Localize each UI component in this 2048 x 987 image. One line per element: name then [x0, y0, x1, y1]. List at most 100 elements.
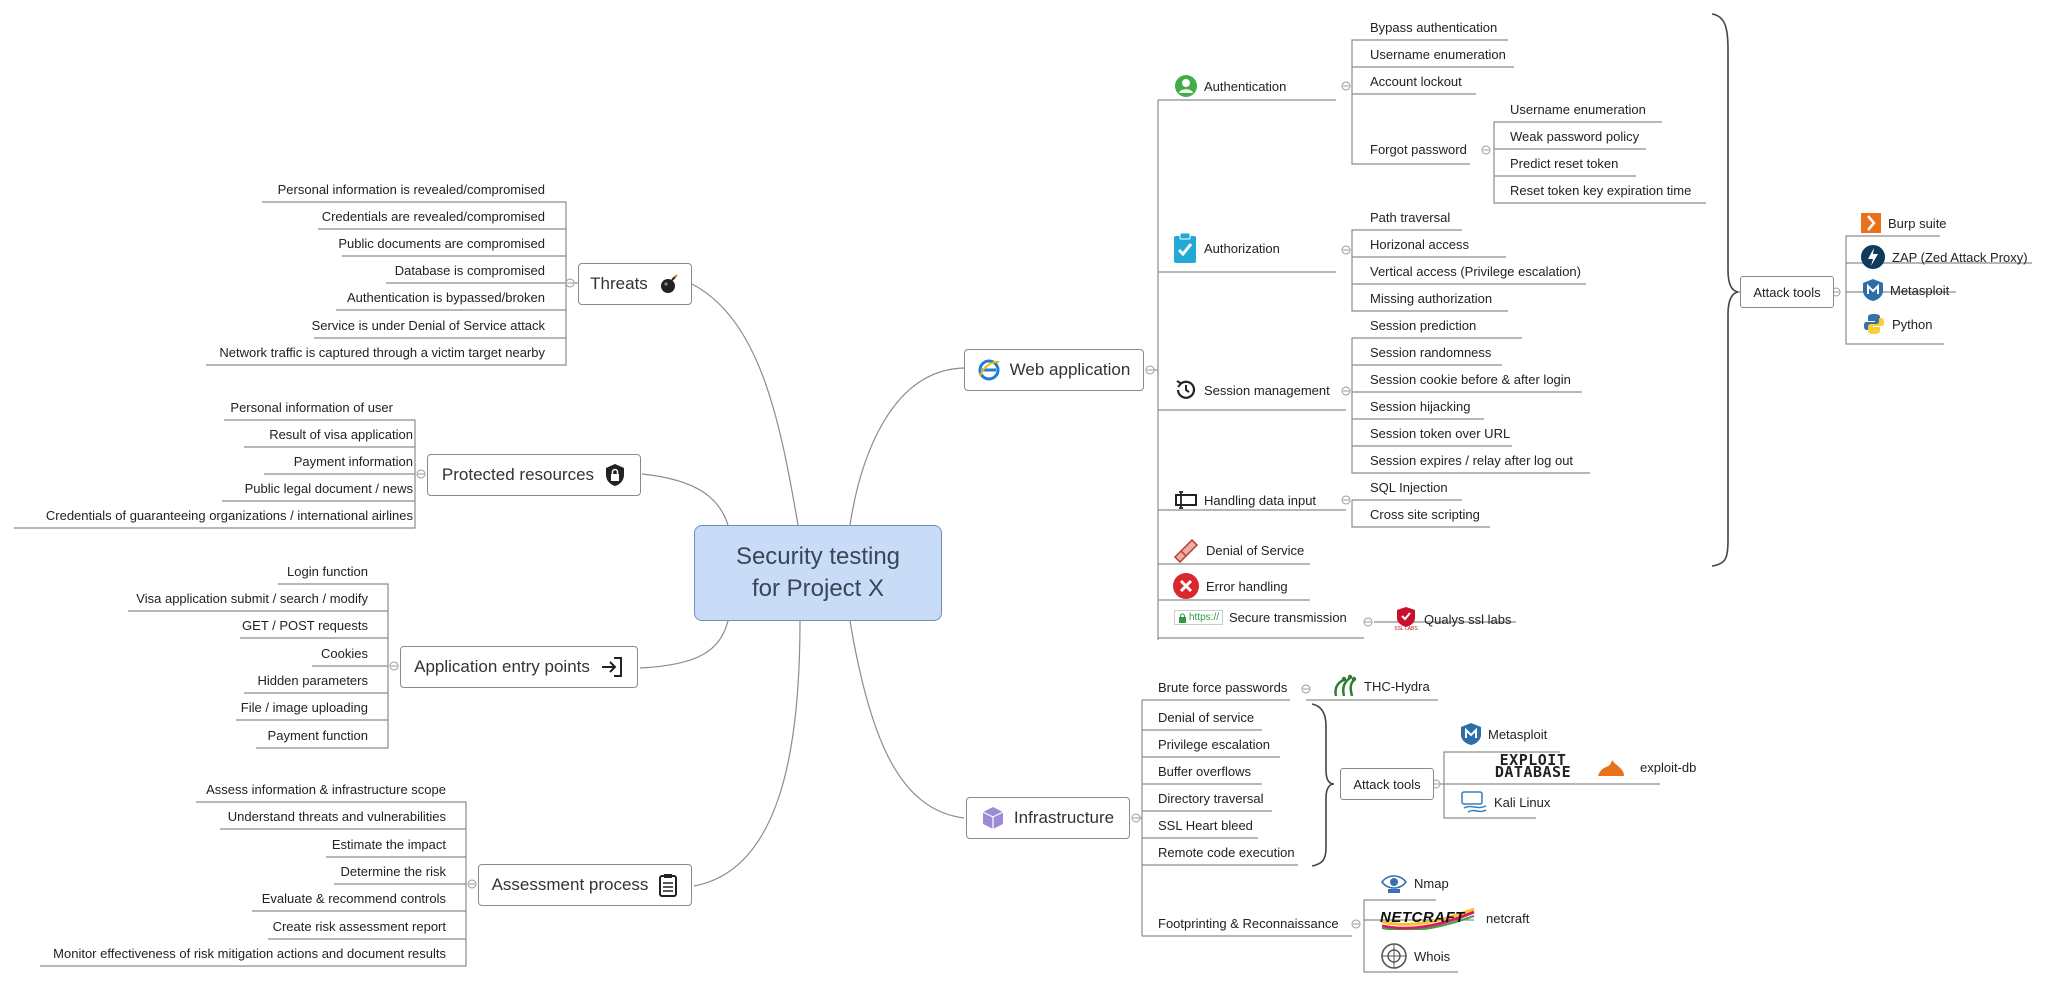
nmap-tool[interactable]: Nmap	[1380, 872, 1449, 894]
threats-topic[interactable]: Threats	[578, 263, 692, 305]
input-item[interactable]: Cross site scripting	[1370, 507, 1480, 522]
burp-suite-tool[interactable]: Burp suite	[1860, 212, 1947, 234]
assessment-process-label: Assessment process	[491, 875, 649, 894]
session-item[interactable]: Session randomness	[1370, 345, 1492, 360]
authentication-node[interactable]: Authentication	[1174, 74, 1286, 98]
entry-item[interactable]: GET / POST requests	[242, 618, 368, 633]
authentication-item[interactable]: Username enumeration	[1370, 47, 1506, 62]
threat-item[interactable]: Authentication is bypassed/broken	[346, 290, 545, 305]
threat-item[interactable]: Personal information is revealed/comprom…	[277, 182, 545, 197]
web-application-topic[interactable]: Web application	[964, 349, 1144, 391]
threat-item[interactable]: Service is under Denial of Service attac…	[311, 318, 545, 333]
metasploit-icon	[1461, 723, 1481, 745]
denial-of-service-node[interactable]: Denial of Service	[1172, 537, 1304, 563]
authorization-node[interactable]: Authorization	[1172, 232, 1280, 264]
session-management-label: Session management	[1204, 382, 1330, 398]
forgot-password-item[interactable]: Username enumeration	[1510, 102, 1646, 117]
authentication-item[interactable]: Bypass authentication	[1370, 20, 1498, 35]
session-item[interactable]: Session prediction	[1370, 318, 1477, 333]
protected-item[interactable]: Payment information	[293, 454, 413, 469]
entry-item[interactable]: File / image uploading	[240, 700, 368, 715]
assessment-item[interactable]: Monitor effectiveness of risk mitigation…	[53, 946, 446, 961]
session-item[interactable]: Session cookie before & after login	[1370, 372, 1571, 387]
handling-data-input-node[interactable]: Handling data input	[1174, 490, 1316, 510]
thc-hydra-tool[interactable]: THC-Hydra	[1330, 672, 1430, 700]
netcraft-rainbow-icon	[1381, 907, 1475, 930]
broken-ticket-icon	[1173, 538, 1199, 563]
cube-icon	[982, 807, 1004, 829]
entry-item[interactable]: Hidden parameters	[257, 673, 368, 688]
infra-item[interactable]: Buffer overflows	[1158, 764, 1251, 779]
forgot-password-item[interactable]: Weak password policy	[1510, 129, 1640, 144]
assessment-item[interactable]: Evaluate & recommend controls	[261, 891, 446, 906]
entry-points-topic[interactable]: Application entry points	[400, 646, 638, 688]
qualys-ssl-labs-tool[interactable]: SSL LABS Qualys ssl labs	[1394, 606, 1511, 632]
infra-metasploit-tool[interactable]: Metasploit	[1460, 722, 1547, 746]
infra-item[interactable]: Remote code execution	[1158, 845, 1295, 860]
error-handling-node[interactable]: Error handling	[1172, 572, 1288, 600]
assessment-item[interactable]: Understand threats and vulnerabilities	[227, 809, 446, 824]
protected-resources-topic[interactable]: Protected resources	[427, 454, 641, 496]
entry-item[interactable]: Login function	[287, 564, 368, 579]
session-item[interactable]: Session hijacking	[1370, 399, 1471, 414]
session-item[interactable]: Session token over URL	[1370, 426, 1511, 441]
authorization-item[interactable]: Horizonal access	[1370, 237, 1469, 252]
web-attack-tools-node[interactable]: Attack tools	[1740, 276, 1834, 308]
python-tool[interactable]: Python	[1862, 312, 1932, 336]
assessment-item[interactable]: Create risk assessment report	[272, 919, 446, 934]
threat-item[interactable]: Public documents are compromised	[338, 236, 545, 251]
threat-item[interactable]: Network traffic is captured through a vi…	[219, 345, 545, 360]
forgot-password-node[interactable]: Forgot password	[1370, 142, 1467, 157]
assessment-item[interactable]: Estimate the impact	[331, 837, 446, 852]
python-label: Python	[1892, 316, 1933, 332]
clipboard-icon	[659, 874, 678, 897]
denial-of-service-label: Denial of Service	[1206, 542, 1305, 558]
whois-label: Whois	[1414, 948, 1451, 964]
infra-item[interactable]: Denial of service	[1158, 710, 1255, 725]
protected-item[interactable]: Public legal document / news	[244, 481, 413, 496]
assessment-item[interactable]: Determine the risk	[340, 864, 446, 879]
threat-item[interactable]: Credentials are revealed/compromised	[321, 209, 545, 224]
https-text: https://	[1189, 612, 1220, 623]
infra-item[interactable]: SSL Heart bleed	[1158, 818, 1253, 833]
infrastructure-topic[interactable]: Infrastructure	[966, 797, 1130, 839]
protected-item[interactable]: Result of visa application	[269, 427, 413, 442]
bomb-icon	[660, 274, 678, 293]
entry-item[interactable]: Cookies	[321, 646, 368, 661]
forgot-password-item[interactable]: Predict reset token	[1510, 156, 1619, 171]
footprinting-node[interactable]: Footprinting & Reconnaissance	[1158, 916, 1339, 931]
authorization-item[interactable]: Vertical access (Privilege escalation)	[1370, 264, 1581, 279]
ssl-labs-logo: SSL LABS	[1394, 606, 1418, 632]
zap-icon	[1861, 245, 1885, 269]
exploit-db-tool[interactable]: EXPLOIT DATABASE exploit-db	[1468, 753, 1697, 780]
protected-item[interactable]: Personal information of user	[230, 400, 393, 415]
session-item[interactable]: Session expires / relay after log out	[1370, 453, 1574, 468]
qualys-ssl-labs-label: Qualys ssl labs	[1424, 611, 1512, 627]
input-item[interactable]: SQL Injection	[1370, 480, 1448, 495]
authorization-label: Authorization	[1204, 240, 1280, 256]
netcraft-tool[interactable]: NETCRAFT netcraft	[1380, 906, 1529, 930]
brute-force-node[interactable]: Brute force passwords	[1158, 680, 1288, 695]
metasploit-tool[interactable]: Metasploit	[1862, 278, 1949, 302]
infrastructure-label: Infrastructure	[1013, 808, 1115, 827]
zap-tool[interactable]: ZAP (Zed Attack Proxy)	[1860, 244, 2028, 270]
authentication-item[interactable]: Account lockout	[1370, 74, 1462, 89]
session-management-node[interactable]: Session management	[1174, 378, 1330, 402]
authorization-item[interactable]: Path traversal	[1370, 210, 1451, 225]
assessment-item[interactable]: Assess information & infrastructure scop…	[206, 782, 446, 797]
threat-item[interactable]: Database is compromised	[394, 263, 545, 278]
central-topic[interactable]: Security testing for Project X	[694, 525, 942, 621]
infra-attack-tools-node[interactable]: Attack tools	[1340, 768, 1434, 800]
protected-item[interactable]: Credentials of guaranteeing organization…	[45, 508, 413, 523]
entry-item[interactable]: Visa application submit / search / modif…	[136, 591, 368, 606]
infra-item[interactable]: Directory traversal	[1158, 791, 1264, 806]
forgot-password-item[interactable]: Reset token key expiration time	[1510, 183, 1692, 198]
assessment-process-topic[interactable]: Assessment process	[478, 864, 692, 906]
secure-transmission-node[interactable]: https:// Secure transmission	[1174, 610, 1347, 625]
whois-tool[interactable]: Whois	[1380, 942, 1450, 970]
kali-linux-tool[interactable]: Kali Linux	[1460, 788, 1550, 816]
authorization-item[interactable]: Missing authorization	[1370, 291, 1493, 306]
infra-item[interactable]: Privilege escalation	[1158, 737, 1271, 752]
internet-explorer-icon	[978, 359, 1000, 381]
entry-item[interactable]: Payment function	[267, 728, 368, 743]
